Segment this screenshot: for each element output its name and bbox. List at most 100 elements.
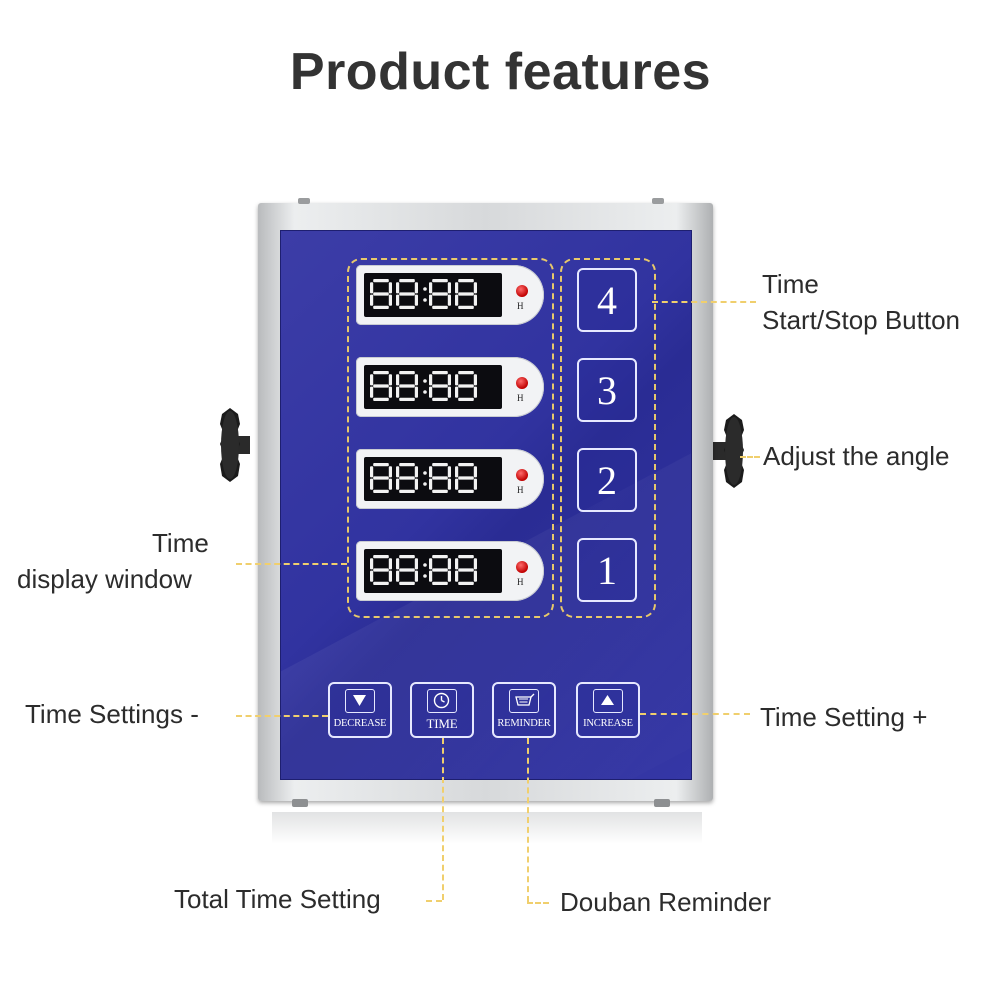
- digit-segment: [455, 294, 459, 306]
- digit-segment: [447, 478, 451, 490]
- page-title: Product features: [289, 43, 712, 101]
- digit-segment: [396, 282, 400, 294]
- digit-segment: [399, 555, 415, 559]
- digit-segment: [373, 581, 389, 585]
- digit-segment: [432, 279, 448, 283]
- leader-reminder-vertical: [527, 738, 529, 902]
- leader-time-setting-plus: [640, 713, 750, 715]
- annotation-time-setting-plus: Time Setting +: [760, 702, 928, 732]
- digit-segment: [458, 568, 474, 572]
- digit-segment: [388, 570, 392, 582]
- time-button[interactable]: TIME: [410, 682, 474, 738]
- increase-button[interactable]: INCREASE: [576, 682, 640, 738]
- digit-segment: [388, 466, 392, 478]
- leader-total-time: [426, 900, 442, 902]
- digit-segment: [370, 294, 374, 306]
- annotation-douban-reminder: Douban Reminder: [560, 887, 772, 917]
- digit-segment: [388, 478, 392, 490]
- digit-segment: [458, 476, 474, 480]
- colon-dot: [423, 471, 427, 475]
- indicator-led: [516, 469, 528, 481]
- digit-segment: [432, 384, 448, 388]
- digit-segment: [414, 294, 418, 306]
- display-group-outline: [347, 258, 554, 618]
- digit-segment: [370, 466, 374, 478]
- digit-segment: [373, 397, 389, 401]
- basket-icon: [509, 689, 539, 713]
- indicator-label: H: [517, 577, 524, 587]
- digit-segment: [455, 558, 459, 570]
- screw: [652, 198, 664, 204]
- reminder-button[interactable]: REMINDER: [492, 682, 556, 738]
- right-angle-knob[interactable]: [712, 412, 752, 490]
- digit-segment: [370, 558, 374, 570]
- indicator-led: [516, 377, 528, 389]
- digit-segment: [373, 555, 389, 559]
- lcd-screen: [364, 457, 502, 501]
- digit-segment: [373, 463, 389, 467]
- digit-segment: [414, 282, 418, 294]
- digit-segment: [399, 397, 415, 401]
- left-angle-knob[interactable]: [210, 406, 250, 484]
- digit-segment: [429, 386, 433, 398]
- digit-segment: [388, 374, 392, 386]
- timer-1-button[interactable]: 1: [577, 538, 637, 602]
- digit-segment: [455, 570, 459, 582]
- colon-dot: [423, 574, 427, 578]
- indicator-label: H: [517, 301, 524, 311]
- seven-segment-digits: [370, 555, 477, 585]
- indicator-label: H: [517, 485, 524, 495]
- lcd-screen: [364, 549, 502, 593]
- decrease-label: DECREASE: [333, 718, 387, 729]
- digit-segment: [432, 463, 448, 467]
- seven-segment-digits: [370, 279, 477, 309]
- digit-segment: [458, 371, 474, 375]
- digit-segment: [396, 294, 400, 306]
- digit-segment: [447, 386, 451, 398]
- digit-segment: [388, 294, 392, 306]
- timer-2-button[interactable]: 2: [577, 448, 637, 512]
- digit-segment: [414, 478, 418, 490]
- timer-display-1: H: [356, 265, 544, 325]
- timer-3-button[interactable]: 3: [577, 358, 637, 422]
- digit-segment: [458, 463, 474, 467]
- leader-time-settings-minus: [236, 715, 328, 717]
- colon-dot: [423, 298, 427, 302]
- colon-dot: [423, 287, 427, 291]
- timer-display-3: H: [356, 449, 544, 509]
- timer-4-button[interactable]: 4: [577, 268, 637, 332]
- indicator-led: [516, 561, 528, 573]
- digit-segment: [373, 384, 389, 388]
- increase-label: INCREASE: [583, 718, 633, 729]
- digit-segment: [447, 466, 451, 478]
- digit-segment: [370, 282, 374, 294]
- digit-segment: [399, 279, 415, 283]
- digit-segment: [473, 466, 477, 478]
- digit-segment: [429, 558, 433, 570]
- digit-segment: [473, 282, 477, 294]
- decrease-button[interactable]: DECREASE: [328, 682, 392, 738]
- annotation-adjust-angle: Adjust the angle: [763, 441, 950, 471]
- annotation-display-line2: display window: [17, 564, 192, 594]
- lcd-screen: [364, 273, 502, 317]
- digit-segment: [458, 489, 474, 493]
- indicator-label: H: [517, 393, 524, 403]
- digit-segment: [396, 478, 400, 490]
- digit-segment: [399, 489, 415, 493]
- annotation-start-stop-line1: Time: [762, 269, 819, 299]
- digit-segment: [432, 292, 448, 296]
- down-triangle-icon: [345, 689, 375, 713]
- digit-segment: [414, 386, 418, 398]
- digit-segment: [432, 555, 448, 559]
- annotation-time-settings-minus: Time Settings -: [25, 699, 199, 729]
- digit-segment: [429, 478, 433, 490]
- digit-segment: [473, 374, 477, 386]
- digit-segment: [429, 282, 433, 294]
- digit-segment: [414, 558, 418, 570]
- digit-segment: [432, 489, 448, 493]
- digit-segment: [388, 282, 392, 294]
- seven-segment-digits: [370, 371, 477, 401]
- digit-segment: [458, 305, 474, 309]
- digit-segment: [429, 294, 433, 306]
- leader-total-time-vertical: [442, 738, 444, 900]
